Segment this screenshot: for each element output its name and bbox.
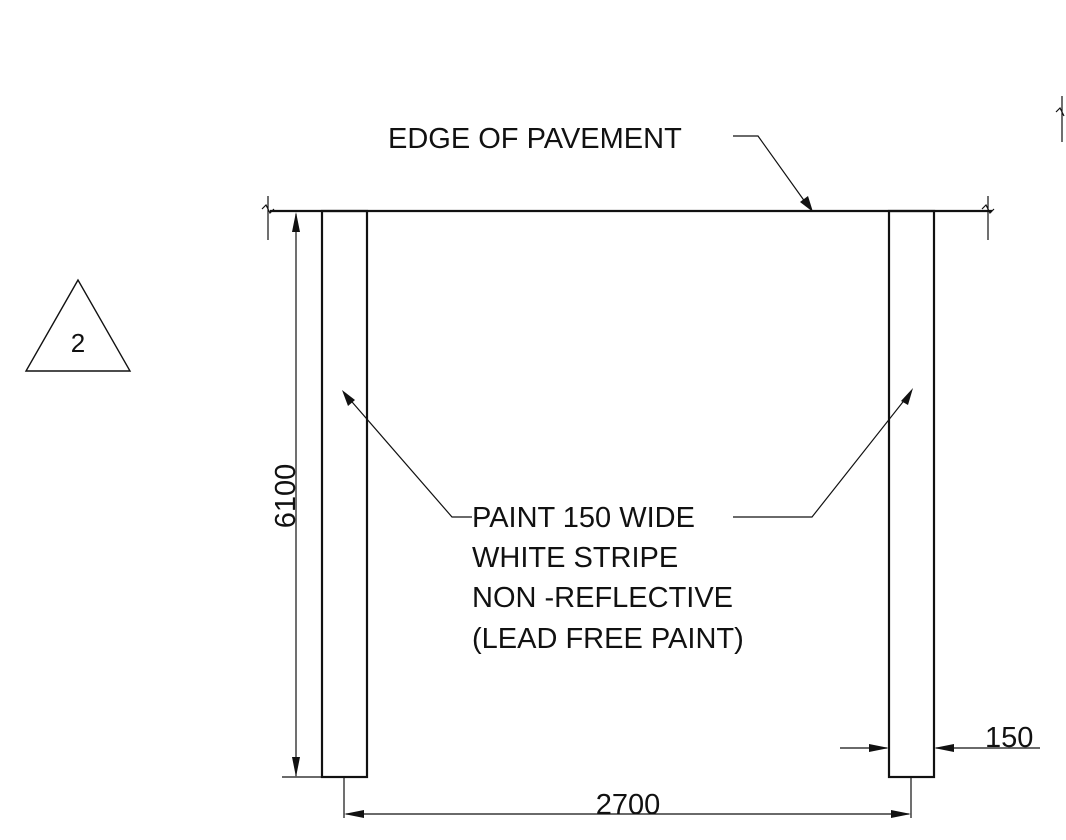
note-leader-right-arrowhead <box>901 388 913 405</box>
dim-6100-text: 6100 <box>270 464 302 529</box>
edge-break-mark <box>1055 96 1065 142</box>
note-line-4: (LEAD FREE PAINT) <box>472 623 744 655</box>
dim-2700-arrow-left <box>344 810 364 818</box>
dim-150-text: 150 <box>985 722 1033 754</box>
edge-leader-arrowhead <box>800 196 813 212</box>
note-leader-left <box>345 394 472 518</box>
edge-leader-line <box>733 135 809 207</box>
note-leader-right <box>733 392 911 518</box>
stripe-note: PAINT 150 WIDE WHITE STRIPE NON -REFLECT… <box>472 502 744 655</box>
note-line-1: PAINT 150 WIDE <box>472 502 695 534</box>
dim-2700-text: 2700 <box>596 789 661 821</box>
left-break-symbol <box>261 196 275 240</box>
right-break-symbol <box>981 196 995 240</box>
revision-tag-text: 2 <box>71 328 85 358</box>
note-leader-left-arrowhead <box>342 390 355 406</box>
edge-of-pavement-label: EDGE OF PAVEMENT <box>388 123 682 155</box>
right-stripe <box>887 209 936 779</box>
dim-150-arrow-right <box>934 744 954 752</box>
note-line-2: WHITE STRIPE <box>472 542 678 574</box>
dim-6100-arrow-bottom <box>292 757 300 777</box>
dim-150-arrow-left <box>869 744 889 752</box>
dim-6100-arrow-top <box>292 212 300 232</box>
revision-triangle-icon <box>24 278 132 372</box>
dim-2700-arrow-right <box>891 810 911 818</box>
note-line-3: NON -REFLECTIVE <box>472 582 733 614</box>
left-stripe <box>320 209 369 779</box>
